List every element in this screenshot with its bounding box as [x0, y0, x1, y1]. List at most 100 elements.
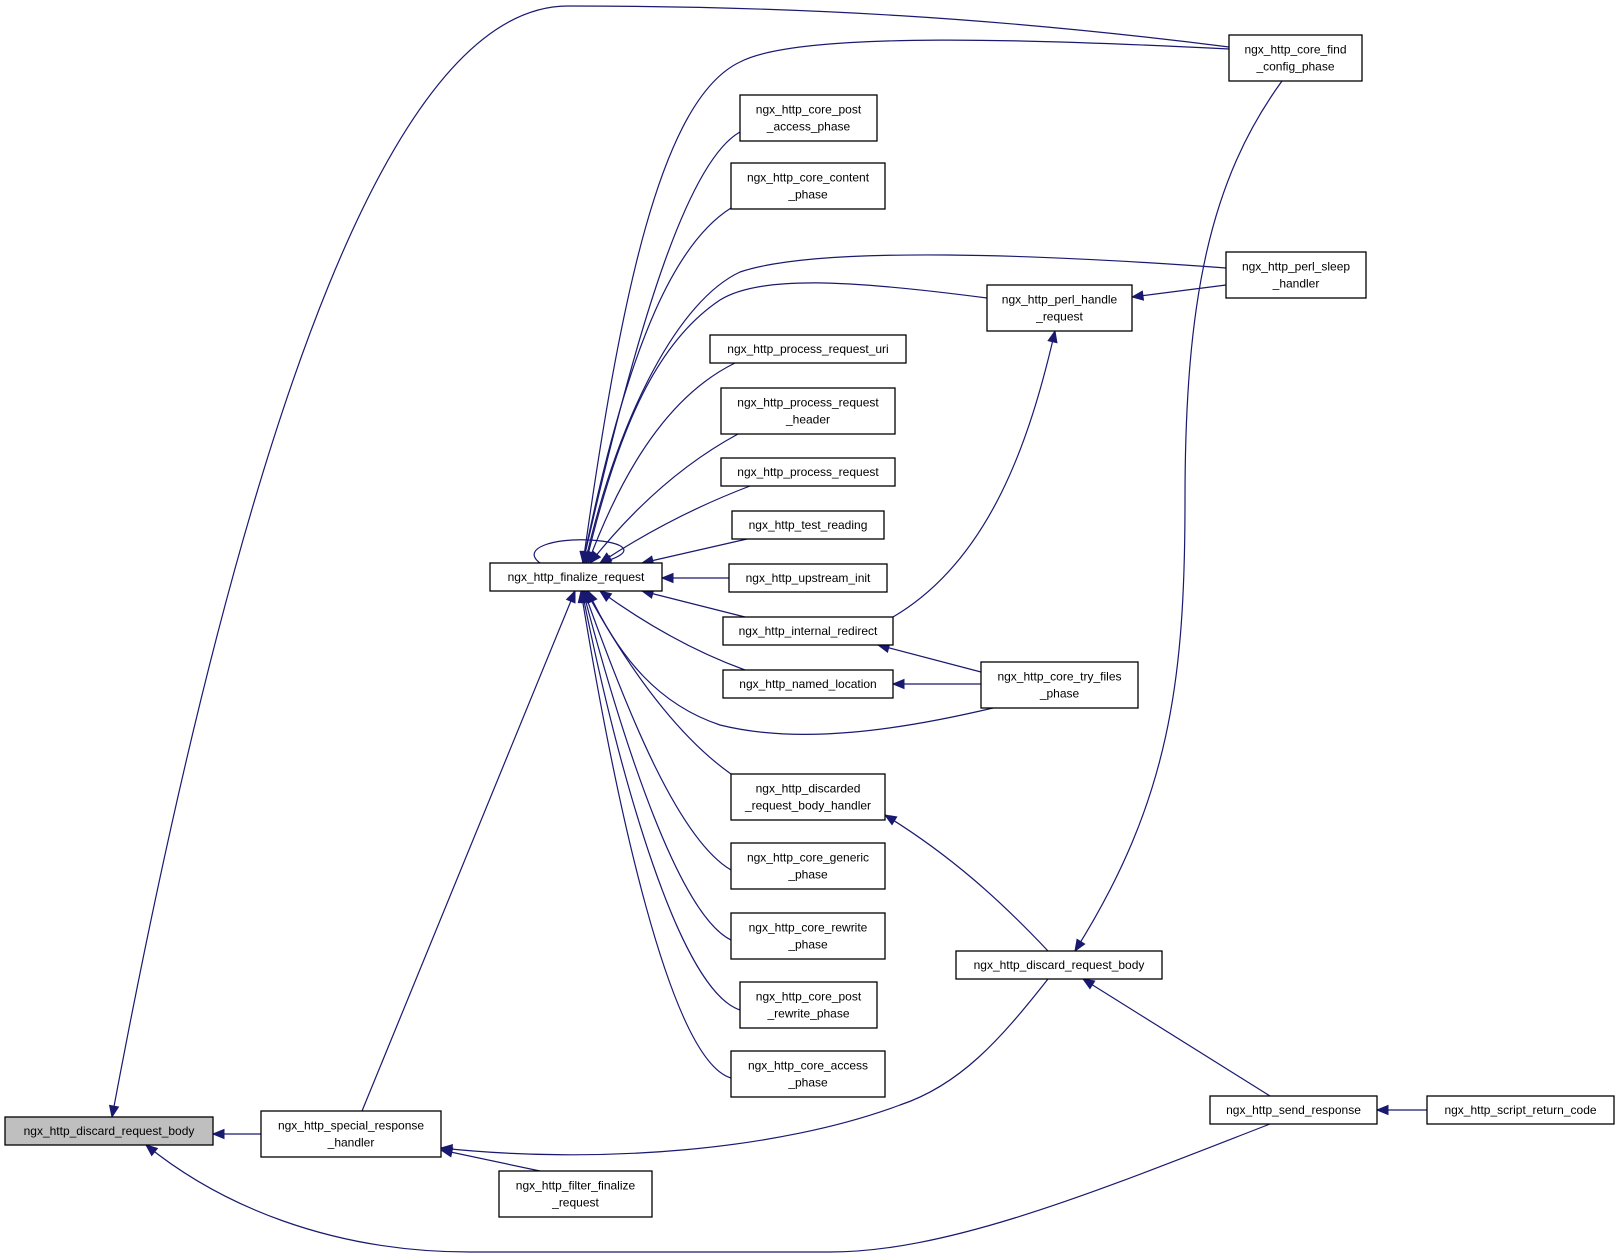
node-label: ngx_http_filter_finalize — [516, 1179, 636, 1193]
node-box[interactable] — [4, 1116, 214, 1146]
node-content[interactable]: ngx_http_core_content_phase — [730, 162, 886, 210]
node-proc-header[interactable]: ngx_http_process_request_header — [720, 387, 896, 435]
edge-rewrite-to-finalize — [580, 589, 732, 941]
node-perl-handle[interactable]: ngx_http_perl_handle_request — [986, 284, 1133, 332]
node-box[interactable] — [709, 334, 907, 364]
edge-perl_sleep-to-perl_handle — [1130, 284, 1227, 301]
edge-line — [1131, 284, 1227, 298]
edge-line — [641, 590, 746, 618]
node-upstream[interactable]: ngx_http_upstream_init — [728, 563, 888, 593]
edge-discarded-to-finalize — [585, 589, 732, 775]
node-box[interactable] — [1209, 1095, 1378, 1125]
edge-line — [587, 362, 736, 564]
edge-line — [361, 590, 576, 1112]
edge-line — [892, 330, 1056, 618]
edge-test_read-to-finalize — [640, 538, 748, 566]
node-label: _phase — [787, 1076, 828, 1090]
edge-arrowhead — [439, 1144, 453, 1155]
node-box[interactable] — [720, 457, 896, 487]
node-box[interactable] — [722, 616, 894, 646]
node-box[interactable] — [731, 510, 885, 540]
node-box[interactable] — [722, 669, 894, 699]
edge-line — [582, 39, 1230, 564]
node-label: ngx_http_process_request — [737, 396, 879, 410]
node-post-access[interactable]: ngx_http_core_post_access_phase — [739, 94, 878, 142]
node-box[interactable] — [730, 773, 886, 821]
node-box[interactable] — [730, 1050, 886, 1098]
edge-try_files-to-named — [891, 678, 981, 690]
node-label: ngx_http_discarded — [756, 782, 861, 796]
node-box[interactable] — [728, 563, 888, 593]
edge-send_resp-to-discard2 — [1081, 978, 1271, 1097]
node-finalize[interactable]: ngx_http_finalize_request — [489, 562, 663, 592]
node-label: _request — [551, 1196, 599, 1210]
edge-filter_fin-to-special — [439, 1147, 541, 1172]
node-box[interactable] — [955, 950, 1163, 980]
node-proc-uri[interactable]: ngx_http_process_request_uri — [709, 334, 907, 364]
edge-special-to-finalize — [361, 589, 576, 1112]
edge-arrowhead — [883, 814, 898, 826]
node-box[interactable] — [1225, 251, 1367, 299]
edge-arrowhead — [144, 1144, 159, 1157]
node-label: ngx_http_core_content — [747, 171, 870, 185]
edge-arrowhead — [108, 1104, 120, 1119]
node-box[interactable] — [980, 661, 1139, 709]
node-named[interactable]: ngx_http_named_location — [722, 669, 894, 699]
node-box[interactable] — [1228, 34, 1363, 82]
edge-line — [589, 433, 739, 564]
node-box[interactable] — [260, 1110, 442, 1158]
node-label: _access_phase — [766, 120, 851, 134]
node-try-files[interactable]: ngx_http_core_try_files_phase — [980, 661, 1139, 709]
edge-internal-to-finalize — [640, 588, 746, 618]
edge-line — [583, 590, 732, 871]
node-post-rewrite[interactable]: ngx_http_core_post_rewrite_phase — [739, 981, 878, 1029]
edge-special-to-discard — [211, 1128, 261, 1140]
edge-line — [587, 590, 994, 735]
edge-line — [585, 282, 988, 564]
edge-line — [580, 590, 732, 1079]
node-send-resp[interactable]: ngx_http_send_response — [1209, 1095, 1378, 1125]
edge-line — [1074, 80, 1283, 952]
edge-arrowhead — [1081, 978, 1096, 990]
edge-arrowhead — [598, 590, 613, 602]
node-internal[interactable]: ngx_http_internal_redirect — [722, 616, 894, 646]
node-test-read[interactable]: ngx_http_test_reading — [731, 510, 885, 540]
node-script-ret[interactable]: ngx_http_script_return_code — [1426, 1095, 1615, 1125]
node-box[interactable] — [739, 94, 878, 142]
node-box[interactable] — [730, 162, 886, 210]
node-box[interactable] — [739, 981, 878, 1029]
node-label: ngx_http_upstream_init — [746, 571, 871, 585]
node-discard[interactable]: ngx_http_discard_request_body — [4, 1116, 214, 1146]
edge-line — [145, 1123, 1271, 1253]
node-discarded[interactable]: ngx_http_discarded_request_body_handler — [730, 773, 886, 821]
edge-arrowhead — [660, 572, 674, 584]
node-find-config[interactable]: ngx_http_core_find_config_phase — [1228, 34, 1363, 82]
node-label: _phase — [787, 868, 828, 882]
edge-arrowhead — [1047, 329, 1058, 344]
node-perl-sleep[interactable]: ngx_http_perl_sleep_handler — [1225, 251, 1367, 299]
node-box[interactable] — [986, 284, 1133, 332]
node-special[interactable]: ngx_http_special_response_handler — [260, 1110, 442, 1158]
node-box[interactable] — [730, 912, 886, 960]
node-generic[interactable]: ngx_http_core_generic_phase — [730, 842, 886, 890]
node-filter-fin[interactable]: ngx_http_filter_finalize _request — [498, 1170, 653, 1218]
edge-upstream-to-finalize — [660, 572, 729, 584]
edge-line — [599, 485, 751, 564]
node-box[interactable] — [498, 1170, 653, 1218]
node-box[interactable] — [1426, 1095, 1615, 1125]
node-access[interactable]: ngx_http_core_access_phase — [730, 1050, 886, 1098]
node-discard2[interactable]: ngx_http_discard_request_body — [955, 950, 1163, 980]
node-box[interactable] — [730, 842, 886, 890]
node-label: ngx_http_named_location — [739, 677, 876, 691]
node-proc-req[interactable]: ngx_http_process_request — [720, 457, 896, 487]
node-box[interactable] — [489, 562, 663, 592]
edge-line — [1082, 978, 1271, 1097]
node-rewrite[interactable]: ngx_http_core_rewrite_phase — [730, 912, 886, 960]
node-label: ngx_http_special_response — [278, 1119, 424, 1133]
edge-arrowhead — [211, 1128, 225, 1140]
node-label: ngx_http_core_try_files — [997, 670, 1121, 684]
node-box[interactable] — [720, 387, 896, 435]
node-label: ngx_http_discard_request_body — [974, 958, 1145, 972]
